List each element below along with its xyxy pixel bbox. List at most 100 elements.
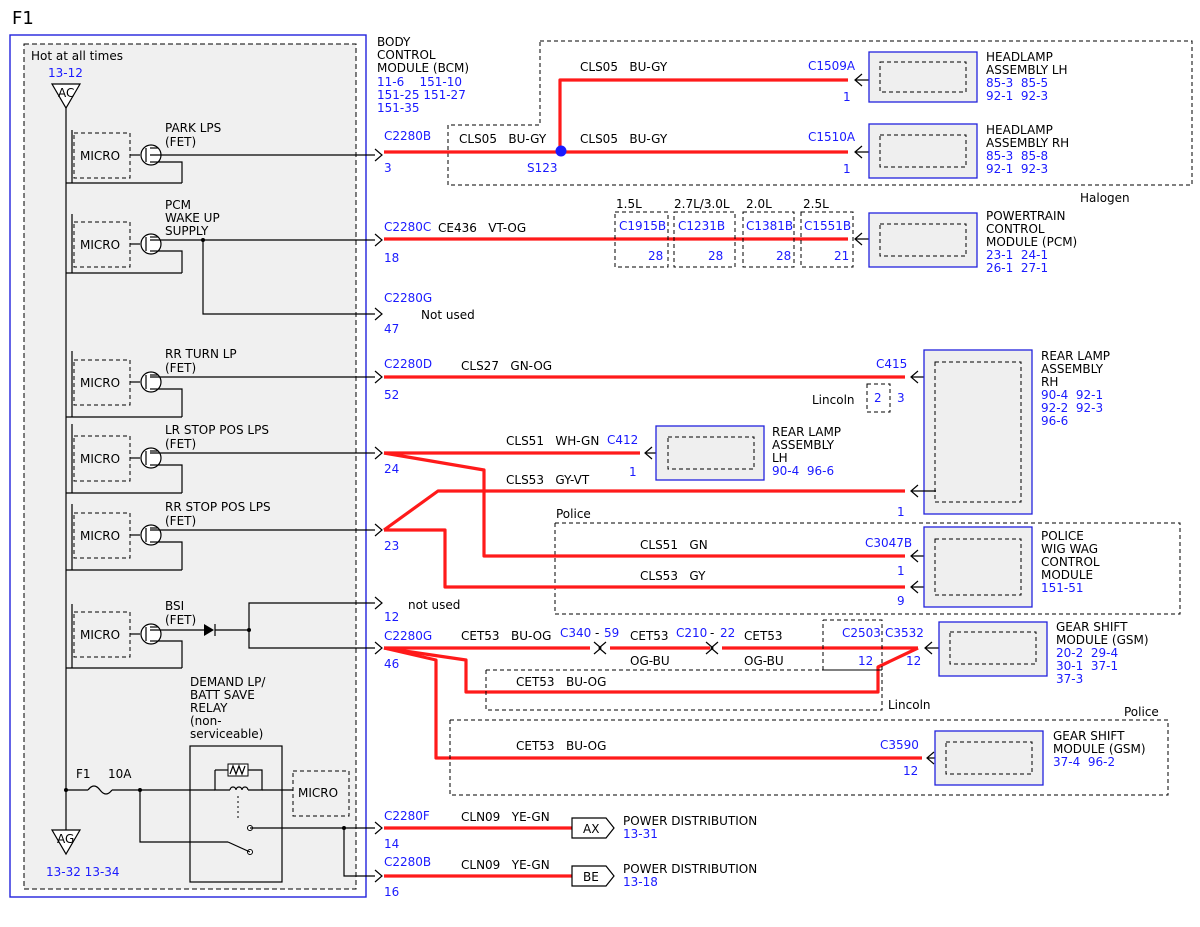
wire-label: CLS51 WH-GN: [506, 434, 599, 448]
rear-lamp-lh: C412 1 REAR LAMP ASSEMBLY LH 90-4 96-6: [607, 425, 841, 481]
svg-text:12: 12: [858, 654, 873, 668]
wire-label: CLS05 BU-GY: [580, 132, 668, 146]
driver-lr-stop: MICRO LR STOP POS LPS (FET): [66, 423, 375, 494]
svg-text:46: 46: [384, 657, 399, 671]
svg-text:C1510A: C1510A: [808, 130, 856, 144]
bcm-connector-arrows: [374, 148, 383, 883]
node-ag-label: AG: [57, 832, 74, 846]
svg-text:(FET): (FET): [165, 135, 196, 149]
wire-label: CLS05 BU-GY: [580, 60, 668, 74]
svg-text:POWER DISTRIBUTION: POWER DISTRIBUTION: [623, 814, 757, 828]
wire-cls51-gn: [383, 451, 905, 558]
svg-text:MICRO: MICRO: [80, 628, 120, 642]
svg-text:C2280G: C2280G: [384, 291, 432, 305]
wire-label: OG-BU: [630, 654, 670, 668]
gear-shift-module-2: C3590 12 GEAR SHIFT MODULE (GSM) 37-4 96…: [880, 729, 1146, 786]
svg-text:22: 22: [720, 626, 735, 640]
svg-text:(FET): (FET): [165, 437, 196, 451]
svg-text:REAR LAMP: REAR LAMP: [772, 425, 841, 439]
svg-text:MODULE (GSM): MODULE (GSM): [1056, 633, 1149, 647]
svg-text:MODULE (PCM): MODULE (PCM): [986, 235, 1077, 249]
svg-text:13-31: 13-31: [623, 827, 658, 841]
svg-text:C412: C412: [607, 433, 638, 447]
police2-label: Police: [1124, 705, 1159, 719]
svg-text:C2503: C2503: [842, 626, 881, 640]
police-label: Police: [556, 507, 591, 521]
svg-text:WAKE UP: WAKE UP: [165, 211, 220, 225]
wire-cls05: [384, 78, 848, 154]
bcm-connector-labels: C2280B 3 C2280C 18 C2280G 47 Not used C2…: [384, 129, 475, 899]
svg-text:REAR LAMP: REAR LAMP: [1041, 349, 1110, 363]
svg-text:23-1 24-1: 23-1 24-1: [986, 248, 1048, 262]
svg-text:HEADLAMP: HEADLAMP: [986, 123, 1053, 137]
fuse-f1: F1 10A: [64, 767, 215, 795]
svg-text:RELAY: RELAY: [190, 701, 228, 715]
ref-13-12: 13-12: [48, 66, 83, 80]
svg-text:151-51: 151-51: [1041, 581, 1084, 595]
driver-pcm-wakeup: MICRO PCM WAKE UP SUPPLY: [66, 198, 375, 315]
svg-text:21: 21: [834, 249, 849, 263]
svg-text:18: 18: [384, 251, 399, 265]
svg-text:SUPPLY: SUPPLY: [165, 224, 209, 238]
svg-text:PARK LPS: PARK LPS: [165, 121, 221, 135]
svg-text:C3532: C3532: [885, 626, 924, 640]
svg-text:2.0L: 2.0L: [746, 197, 772, 211]
svg-text:151-25 151-27: 151-25 151-27: [377, 88, 466, 102]
svg-text:16: 16: [384, 885, 399, 899]
svg-text:92-2 92-3: 92-2 92-3: [1041, 401, 1103, 415]
svg-text:1: 1: [897, 564, 905, 578]
power-distribution-be: BE POWER DISTRIBUTION 13-18: [571, 862, 757, 889]
wire-label: CET53 BU-OG: [516, 739, 606, 753]
svg-text:12: 12: [384, 610, 399, 624]
wire-label: CLN09 YE-GN: [461, 858, 550, 872]
svg-text:1: 1: [629, 465, 637, 479]
svg-text:RR STOP POS LPS: RR STOP POS LPS: [165, 500, 271, 514]
svg-text:MICRO: MICRO: [298, 786, 338, 800]
headlamp-rh: C1510A 1 HEADLAMP ASSEMBLY RH 85-3 85-8 …: [808, 123, 1069, 179]
wire-label: CLS51 GN: [640, 538, 708, 552]
svg-text:CONTROL: CONTROL: [986, 222, 1045, 236]
wire-label: OG-BU: [744, 654, 784, 668]
svg-text:(FET): (FET): [165, 514, 196, 528]
halogen-label: Halogen: [1080, 191, 1130, 205]
svg-text:C1381B: C1381B: [746, 219, 793, 233]
lincoln-dashed-region: [485, 669, 883, 711]
svg-text:92-1 92-3: 92-1 92-3: [986, 89, 1048, 103]
svg-text:serviceable): serviceable): [190, 727, 263, 741]
svg-text:CONTROL: CONTROL: [377, 48, 436, 62]
power-distribution-ax: AX POWER DISTRIBUTION 13-31: [571, 814, 757, 841]
svg-text:MICRO: MICRO: [80, 452, 120, 466]
svg-text:28: 28: [708, 249, 723, 263]
svg-text:C1915B: C1915B: [619, 219, 666, 233]
svg-text:BATT SAVE: BATT SAVE: [190, 688, 255, 702]
svg-text:MICRO: MICRO: [80, 376, 120, 390]
svg-text:LH: LH: [772, 451, 788, 465]
wire-label: CET53 BU-OG: [461, 629, 551, 643]
wire-cet53-police: [383, 646, 922, 760]
svg-text:C1551B: C1551B: [804, 219, 851, 233]
svg-text:3: 3: [384, 161, 392, 175]
svg-text:85-3 85-5: 85-3 85-5: [986, 76, 1048, 90]
demand-relay: DEMAND LP/ BATT SAVE RELAY (non- service…: [139, 675, 350, 883]
svg-text:MODULE: MODULE: [1041, 568, 1093, 582]
svg-text:-: -: [710, 626, 714, 640]
svg-text:20-2 29-4: 20-2 29-4: [1056, 646, 1118, 660]
svg-text:MICRO: MICRO: [80, 529, 120, 543]
svg-text:(FET): (FET): [165, 613, 196, 627]
svg-text:C2280G: C2280G: [384, 629, 432, 643]
svg-text:DEMAND LP/: DEMAND LP/: [190, 675, 266, 689]
svg-text:47: 47: [384, 322, 399, 336]
fuse-name: F1: [76, 767, 91, 781]
svg-text:-: -: [595, 626, 599, 640]
halogen-dashed-region: [447, 40, 1193, 186]
police-dashed-region: [554, 522, 1181, 615]
driver-park-lps: MICRO PARK LPS (FET): [66, 121, 375, 184]
page-title: F1: [12, 8, 34, 29]
svg-text:RR TURN LP: RR TURN LP: [165, 347, 237, 361]
svg-text:MICRO: MICRO: [80, 238, 120, 252]
svg-text:C2280B: C2280B: [384, 855, 431, 869]
svg-text:C210: C210: [676, 626, 707, 640]
svg-text:BSI: BSI: [165, 599, 184, 613]
svg-text:ASSEMBLY: ASSEMBLY: [772, 438, 835, 452]
